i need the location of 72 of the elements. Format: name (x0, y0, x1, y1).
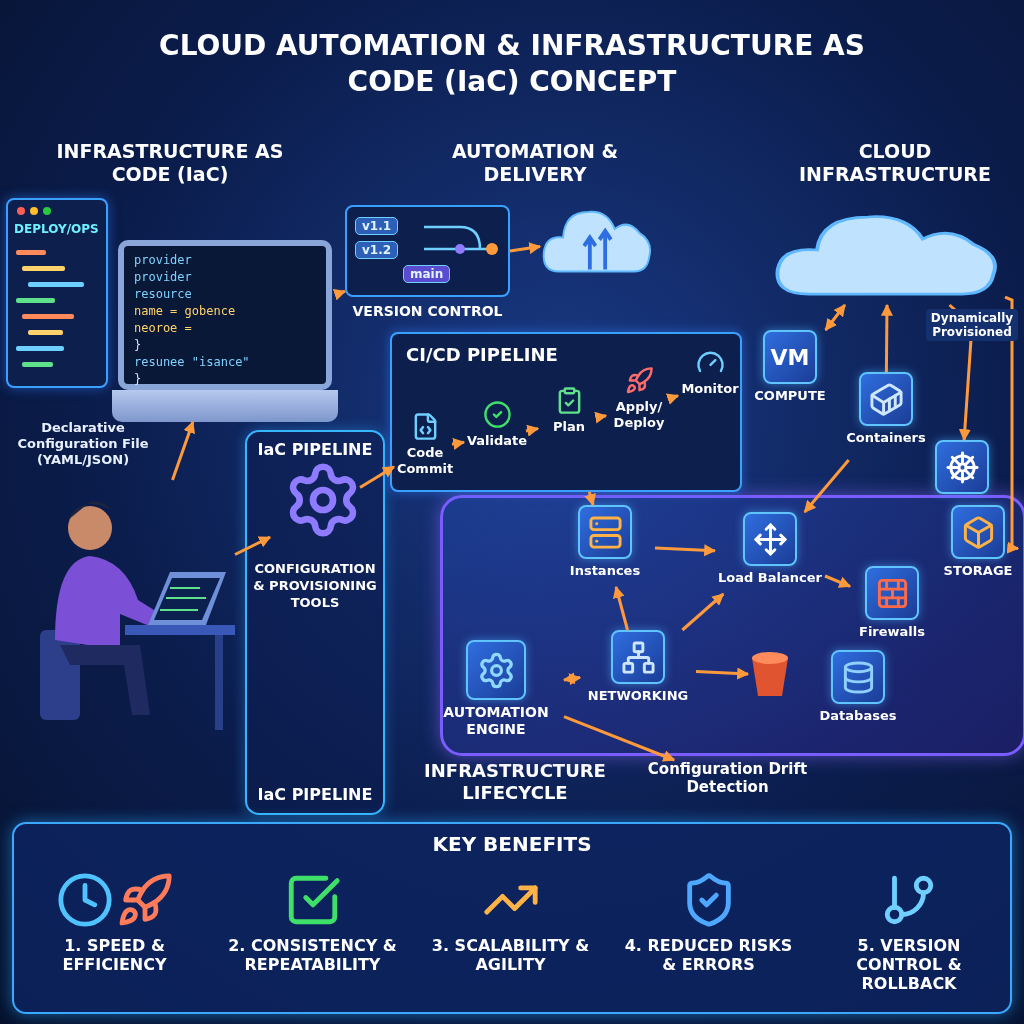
laptop-drawing (112, 240, 338, 422)
arrow (332, 288, 347, 301)
section-heading: INFRASTRUCTURE AS CODE (IaC) (55, 140, 285, 186)
component-caption: Monitor (681, 381, 739, 397)
benefit-label: 2. CONSISTENCY & REPEATABILITY (227, 936, 398, 974)
panel-heading: IaC PIPELINE (257, 440, 373, 460)
arrow (563, 715, 676, 762)
arrow (613, 585, 629, 631)
version-tag: v1.1 (355, 217, 399, 235)
benefit-label: 4. REDUCED RISKS & ERRORS (623, 936, 794, 974)
section-heading: CLOUD INFRASTRUCTURE (798, 140, 992, 186)
panel-heading: CI/CD PIPELINE (406, 344, 558, 366)
code-line: name = gobence (134, 303, 237, 319)
benefit-label: 1. SPEED & EFFICIENCY (61, 936, 168, 974)
code-line: } (134, 337, 143, 353)
edge-label: Dynamically Provisioned (926, 309, 1018, 341)
version-tag: v1.2 (355, 241, 399, 259)
arrow (525, 424, 540, 437)
tile-label: VM (770, 344, 810, 370)
code-line: resunee "isance" (134, 354, 251, 370)
component-caption: Databases (819, 708, 897, 724)
panel-heading: KEY BENEFITS (431, 832, 593, 856)
pipeline-panel (245, 430, 385, 815)
arrow (824, 574, 852, 588)
component-caption: Validate (466, 433, 528, 449)
window-title: DEPLOY/OPS (14, 222, 99, 236)
component-caption: Containers (846, 430, 926, 446)
arrow (654, 544, 717, 557)
arrow (584, 491, 596, 507)
arrow (1004, 295, 1020, 554)
benefit-label: 3. SCALABILITY & AGILITY (430, 936, 591, 974)
arrow (695, 667, 750, 680)
component-caption: Instances (569, 563, 641, 579)
arrow (171, 420, 195, 481)
component-caption: Apply/ Deploy (612, 399, 666, 431)
diagram-title: CLOUD AUTOMATION & INFRASTRUCTURE AS CODE (IaC) CONCEPT (158, 28, 866, 100)
arrow (451, 438, 466, 450)
benefits-panel (12, 822, 1012, 1014)
section-heading: AUTOMATION & DELIVERY (450, 140, 620, 186)
arrow (681, 592, 725, 632)
code-line: resource (134, 286, 193, 302)
component-caption: STORAGE (943, 563, 1013, 579)
code-line: } (134, 371, 143, 387)
panel-heading: IaC PIPELINE (257, 785, 373, 805)
component-caption: Code Commit (396, 445, 454, 477)
annotation-text: Configuration Drift Detection (646, 760, 809, 796)
pipeline-panel (390, 332, 742, 492)
benefit-label: 5. VERSION CONTROL & ROLLBACK (855, 936, 963, 993)
arrow (562, 672, 582, 686)
panel-subheading: CONFIGURATION & PROVISIONING TOOLS (253, 560, 377, 611)
arrow (824, 304, 847, 331)
code-line: provider (134, 252, 193, 268)
component-caption: COMPUTE (754, 388, 826, 404)
arrow (234, 535, 272, 556)
component-caption: Load Balancer (718, 570, 822, 586)
code-line: neoroe = (134, 320, 193, 336)
terminal-window (6, 198, 108, 388)
component-caption: VERSION CONTROL (351, 303, 504, 320)
arrow (509, 242, 542, 255)
component-caption: Firewalls (859, 624, 925, 640)
arrow (359, 465, 395, 489)
component-caption: Plan (553, 419, 585, 435)
component-caption: AUTOMATION ENGINE (442, 704, 550, 738)
section-note: Declarative Configuration File (YAML/JSON) (16, 420, 150, 468)
code-line: provider (134, 269, 193, 285)
component-caption: NETWORKING (587, 688, 689, 704)
arrow (803, 459, 850, 513)
arrow (880, 303, 893, 372)
section-note: INFRASTRUCTURE LIFECYCLE (423, 760, 607, 804)
version-tag: main (403, 265, 451, 283)
arrow (665, 393, 680, 405)
arrow (594, 411, 608, 424)
